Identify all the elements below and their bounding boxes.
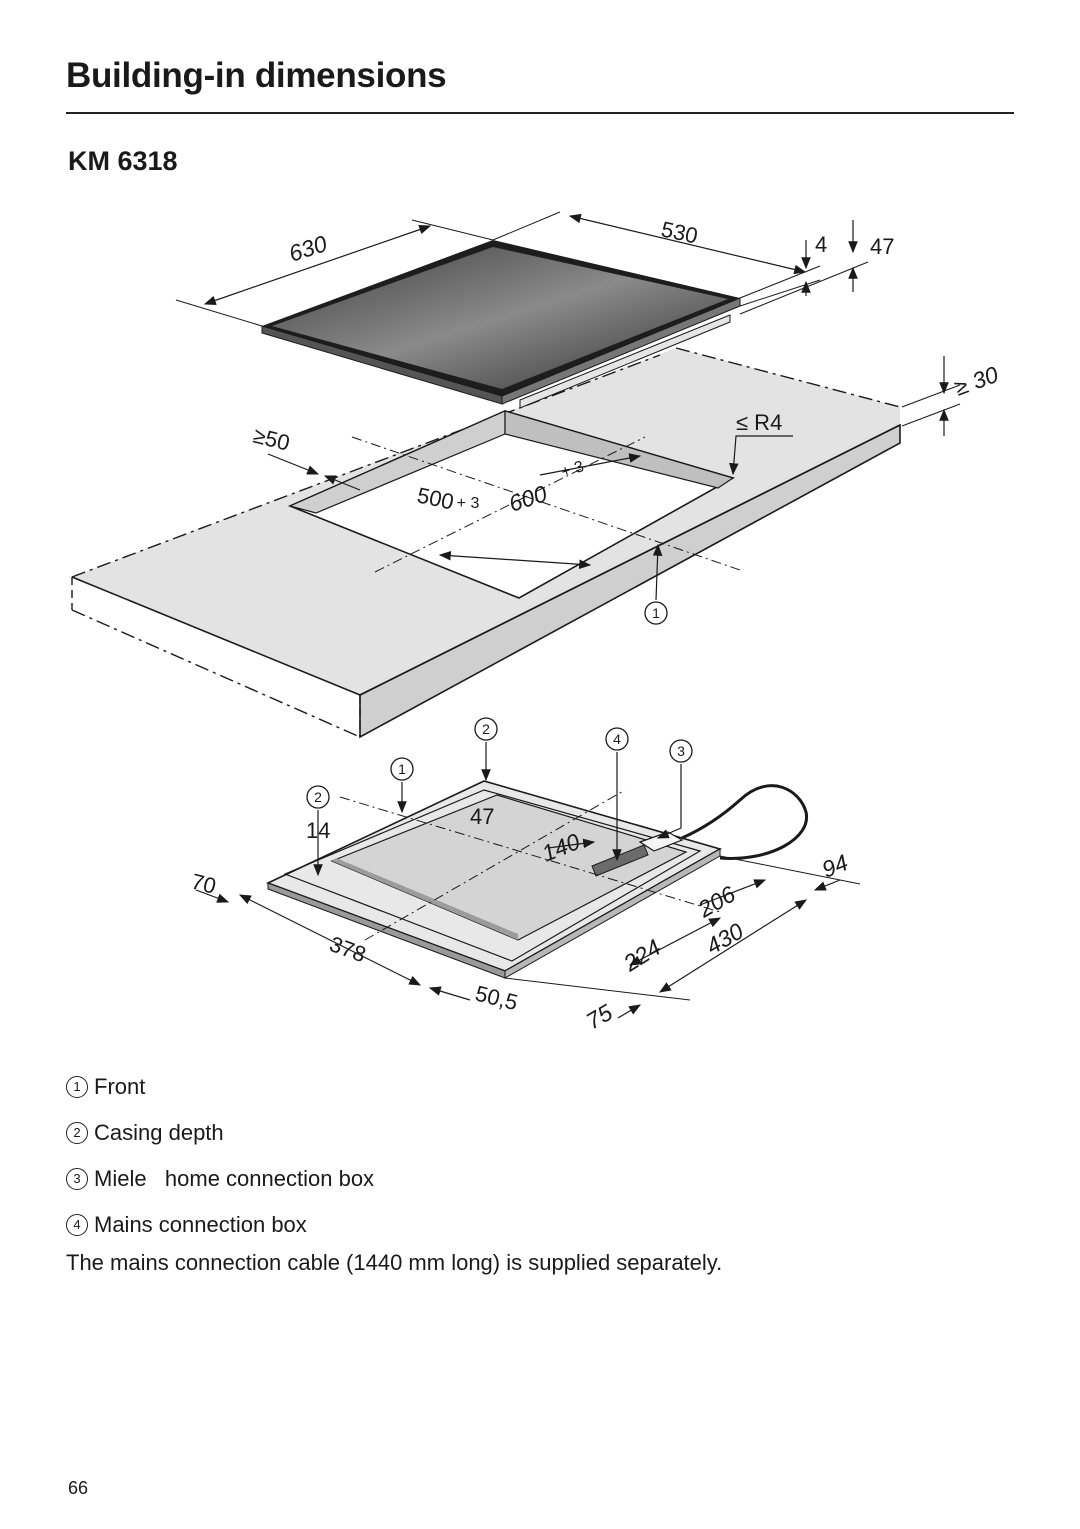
svg-text:3: 3 <box>677 743 685 759</box>
callout-badge: 2 <box>66 1122 88 1144</box>
legend-item-front: 1 Front <box>66 1064 374 1110</box>
callout-badge: 3 <box>66 1168 88 1190</box>
legend-label: Casing depth <box>94 1120 224 1145</box>
dim-depth: 530 <box>659 216 700 248</box>
dim-casing-75: 75 <box>582 999 617 1034</box>
svg-text:2: 2 <box>314 789 322 805</box>
dim-casing-70: 70 <box>189 869 219 899</box>
model-heading: KM 6318 <box>68 146 178 176</box>
legend-label: Mains connection box <box>94 1212 307 1237</box>
legend-item-home-connection-box: 3 Miele home connection box <box>66 1156 374 1202</box>
cable-note: The mains connection cable (1440 mm long… <box>66 1250 723 1275</box>
hob-casing <box>195 742 861 1019</box>
callout-2-top: 2 <box>474 717 498 741</box>
dim-casing-94: 94 <box>818 849 851 883</box>
page-title: Building-in dimensions <box>66 56 447 95</box>
dim-radius: ≤ R4 <box>736 410 782 435</box>
callout-3: 3 <box>669 739 693 763</box>
dim-casing-505: 50,5 <box>473 981 521 1016</box>
page-number: 66 <box>68 1478 89 1498</box>
callout-badge: 4 <box>66 1214 88 1236</box>
dim-cutout-depth-tol: + 3 <box>457 495 480 512</box>
callout-badge: 1 <box>66 1076 88 1098</box>
dim-glass-thickness: 4 <box>815 232 827 257</box>
hob-glass-top <box>175 211 869 409</box>
dim-casing-14: 14 <box>306 818 330 843</box>
dim-worktop-min: ≥ 30 <box>951 361 1002 401</box>
dim-edge-min: ≥50 <box>251 423 293 456</box>
svg-text:1: 1 <box>652 605 660 621</box>
dim-total-height: 47 <box>870 234 894 259</box>
installation-drawing: 630 530 4 47 ≥ 30 ≤ R4 ≥50 500 + 3 600 +… <box>71 211 1002 1034</box>
callout-1-worktop: 1 <box>644 601 668 625</box>
legend-item-casing-depth: 2 Casing depth <box>66 1110 374 1156</box>
callout-4: 4 <box>605 727 629 751</box>
svg-text:1: 1 <box>398 761 406 777</box>
title-rule <box>66 112 1014 114</box>
svg-text:2: 2 <box>482 721 490 737</box>
callout-2-left: 2 <box>306 785 330 809</box>
dim-casing-378: 378 <box>326 931 369 967</box>
dim-cutout-width-tol: + 3 <box>559 458 586 481</box>
legend-label: Miele home connection box <box>94 1166 375 1191</box>
dim-casing-224: 224 <box>618 934 665 977</box>
legend: 1 Front 2 Casing depth 3 Miele home conn… <box>66 1064 374 1248</box>
callout-1-casing: 1 <box>390 757 414 781</box>
worktop <box>71 347 961 739</box>
legend-item-mains-connection-box: 4 Mains connection box <box>66 1202 374 1248</box>
dim-casing-47: 47 <box>470 804 494 829</box>
svg-text:4: 4 <box>613 731 621 747</box>
dim-width: 630 <box>286 230 331 267</box>
dim-casing-206: 206 <box>693 881 740 923</box>
legend-label: Front <box>94 1074 146 1099</box>
